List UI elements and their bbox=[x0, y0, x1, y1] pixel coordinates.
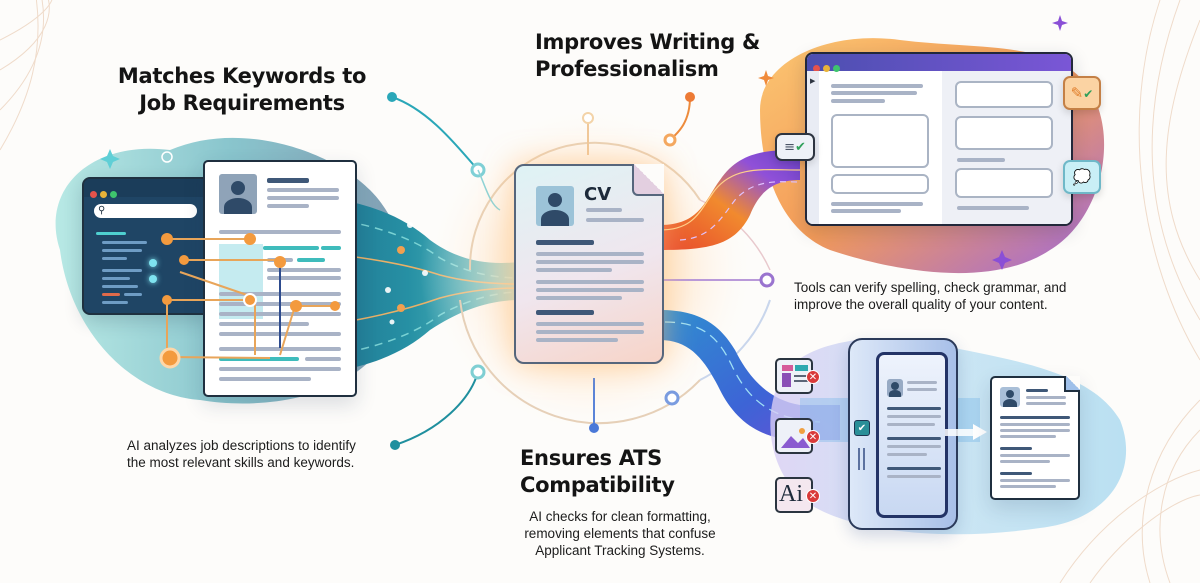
layout-table-icon bbox=[782, 365, 808, 387]
ats-desc-line2: removing elements that confuse bbox=[524, 526, 716, 541]
folded-corner bbox=[1064, 376, 1080, 392]
search-icon: ⚲ bbox=[98, 205, 106, 216]
image-tile: ✕ bbox=[775, 418, 820, 454]
text-field[interactable] bbox=[831, 114, 929, 168]
window-controls bbox=[84, 179, 210, 198]
writing-desc-line2: improve the overall quality of your cont… bbox=[794, 297, 1048, 312]
layout-table-tile: ✕ bbox=[775, 358, 820, 394]
keyword-node bbox=[149, 259, 157, 267]
writing-title-line1: Improves Writing & bbox=[535, 30, 761, 54]
folded-corner bbox=[632, 164, 664, 196]
remove-badge-icon: ✕ bbox=[806, 489, 820, 503]
keywords-title: Matches Keywords to Job Requirements bbox=[112, 63, 372, 117]
ats-desc-line3: Applicant Tracking Systems. bbox=[535, 543, 705, 558]
pencil-check-bubble: ✎✔ bbox=[1063, 76, 1101, 110]
ai-file-icon: Ai bbox=[779, 481, 803, 507]
writing-description: Tools can verify spelling, check grammar… bbox=[794, 279, 1104, 313]
profile-avatar-icon bbox=[1000, 387, 1020, 407]
maximize-dot bbox=[833, 65, 840, 72]
cv-avatar-icon bbox=[536, 186, 574, 226]
ats-title-line1: Ensures ATS bbox=[520, 446, 662, 470]
text-check-bubble: ≡✔ bbox=[775, 133, 815, 161]
remove-badge-icon: ✕ bbox=[806, 370, 820, 384]
text-field[interactable] bbox=[955, 116, 1053, 150]
ats-title-line2: Compatibility bbox=[520, 473, 675, 497]
text-field[interactable] bbox=[831, 174, 929, 194]
ats-scanner-device: ✔ bbox=[848, 338, 958, 530]
keywords-description: AI analyzes job descriptions to identify… bbox=[127, 437, 397, 471]
thought-bubble-icon: 💭 bbox=[1072, 168, 1092, 186]
close-dot bbox=[90, 191, 97, 198]
image-icon bbox=[781, 428, 810, 448]
keywords-title-line1: Matches Keywords to bbox=[117, 64, 367, 88]
search-input[interactable]: ⚲ bbox=[94, 204, 197, 218]
text-field[interactable] bbox=[955, 168, 1053, 198]
thought-bubble: 💭 bbox=[1063, 160, 1101, 194]
keyword-node bbox=[149, 275, 157, 283]
keyword-match-connectors bbox=[159, 233, 340, 369]
maximize-dot bbox=[110, 191, 117, 198]
ats-desc-line1: AI checks for clean formatting, bbox=[529, 509, 711, 524]
ats-clean-resume bbox=[990, 376, 1080, 500]
keywords-desc-line1: AI analyzes job descriptions to identify bbox=[127, 438, 356, 453]
check-indicator-icon: ✔ bbox=[854, 420, 870, 436]
ats-description: AI checks for clean formatting, removing… bbox=[505, 508, 735, 559]
ai-file-tile: Ai ✕ bbox=[775, 477, 820, 513]
cv-label: CV bbox=[584, 184, 612, 205]
ats-title: Ensures ATS Compatibility bbox=[520, 445, 700, 499]
scanner-screen bbox=[876, 352, 948, 518]
close-dot bbox=[813, 65, 820, 72]
keywords-title-line2: Job Requirements bbox=[139, 91, 345, 115]
pencil-check-icon: ✎✔ bbox=[1070, 84, 1094, 102]
writing-title: Improves Writing & Professionalism bbox=[535, 29, 765, 83]
remove-badge-icon: ✕ bbox=[806, 430, 820, 444]
output-arrow-icon bbox=[945, 424, 989, 440]
window-titlebar bbox=[807, 54, 1071, 72]
writing-desc-line1: Tools can verify spelling, check grammar… bbox=[794, 280, 1067, 295]
minimize-dot bbox=[823, 65, 830, 72]
minimize-dot bbox=[100, 191, 107, 198]
job-search-window: ⚲ bbox=[82, 177, 212, 315]
cv-document: CV bbox=[514, 164, 664, 364]
play-icon[interactable]: ▶ bbox=[810, 78, 816, 85]
profile-avatar-icon bbox=[219, 174, 257, 214]
writing-title-line2: Professionalism bbox=[535, 57, 719, 81]
text-field[interactable] bbox=[955, 81, 1053, 108]
keywords-desc-line2: the most relevant skills and keywords. bbox=[127, 455, 355, 470]
text-check-icon: ≡✔ bbox=[784, 139, 806, 155]
writing-editor-window: ▶ bbox=[805, 52, 1073, 226]
